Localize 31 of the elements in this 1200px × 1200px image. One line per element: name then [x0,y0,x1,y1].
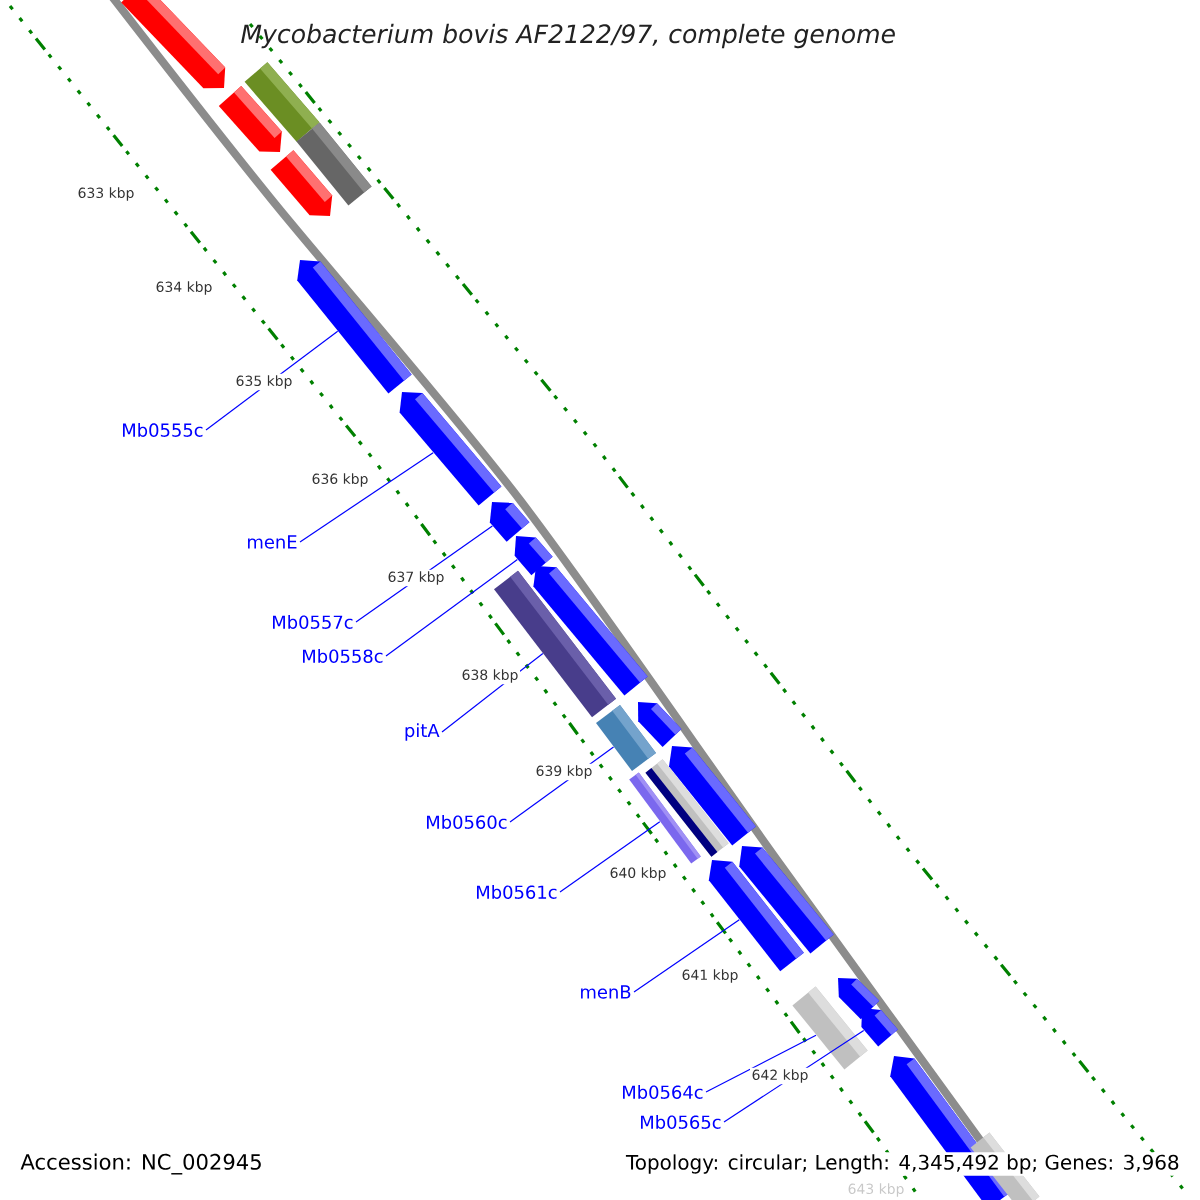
gene-bar [121,0,226,89]
leader-line [633,919,740,993]
genome-info-text: Topology: circular; Length: 4,345,492 bp; Genes: 3,968 [623,1152,1182,1176]
gene-label: Mb0564c [623,1085,703,1099]
leader-line [385,558,518,657]
gene-bar [399,392,502,506]
gene-label: Mb0558c [303,649,383,663]
gene-bar [861,1008,898,1047]
leader-line [559,821,661,893]
gene-bar [708,860,804,972]
gene-bar [297,260,412,394]
gene-bar [489,502,530,542]
leader-line [299,452,434,543]
title: Mycobacterium bovis AF2122/97, complete genome [241,23,895,49]
gene-bar [494,570,616,718]
gene-label: menB [581,985,631,999]
gene-label: menE [248,535,297,549]
gene-label: Mb0561c [477,885,557,899]
accession-text: Accession: NC_002945 [18,1151,265,1177]
gene-bar [638,702,682,747]
gene-bar [218,86,282,152]
gene-bar [792,986,868,1070]
gene-label: Mb0560c [427,815,507,829]
gene-label: Mb0557c [273,615,353,629]
gene-bar [596,705,656,771]
gene-label: pitA [405,723,440,741]
leader-line [705,1034,817,1093]
gene-label: Mb0555c [123,423,203,437]
gene-bar [629,772,701,864]
gene-bar [270,150,333,216]
gene-label: Mb0565c [641,1115,721,1129]
